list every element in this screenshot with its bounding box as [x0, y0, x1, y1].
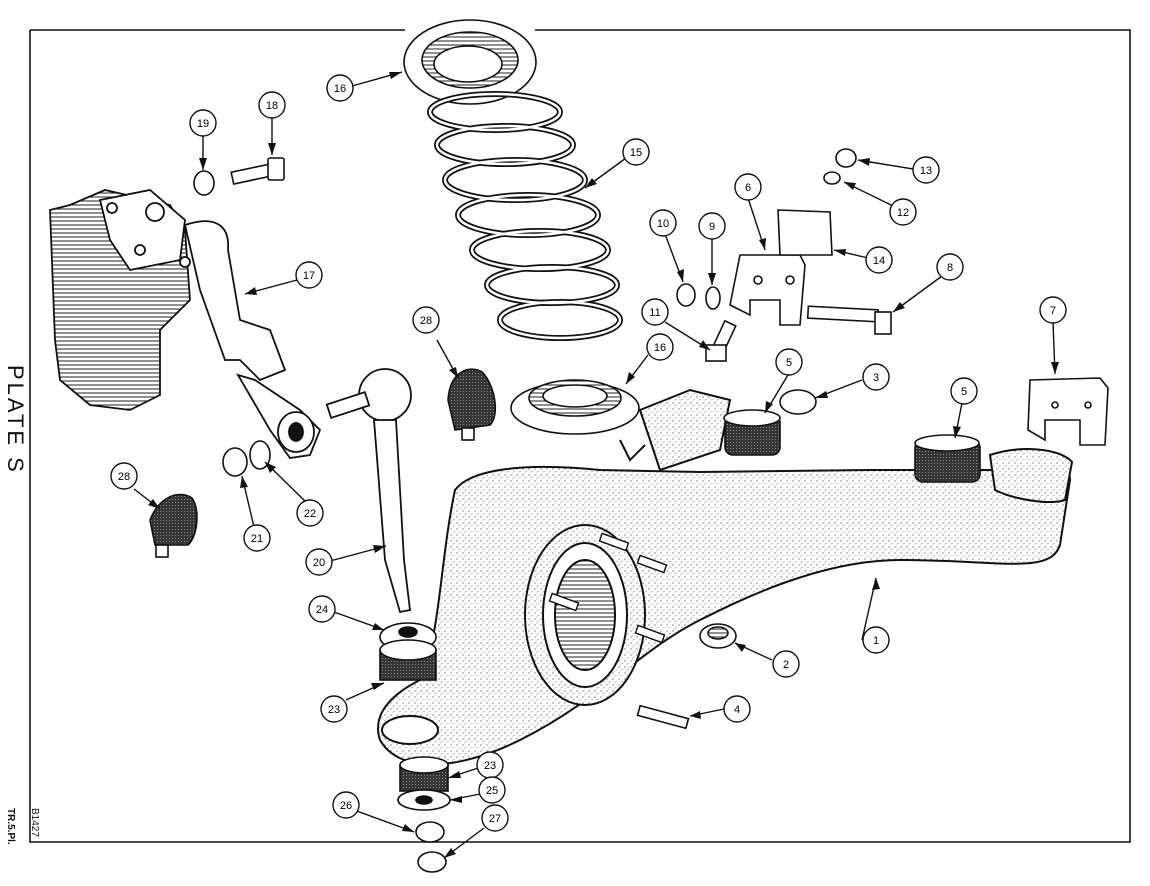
callout-4: 4	[723, 695, 751, 723]
callout-11: 11	[641, 298, 669, 326]
callout-label: 12	[897, 207, 909, 219]
callout-label: 6	[745, 182, 751, 194]
callout-17: 17	[295, 261, 323, 289]
callout-label: 19	[197, 118, 209, 130]
callout-label: 22	[304, 508, 316, 520]
callout-label: 7	[1050, 305, 1056, 317]
callout-label: 16	[654, 342, 666, 354]
washer-19	[193, 170, 215, 196]
callout-label: 18	[266, 100, 278, 112]
callout-20: 20	[305, 548, 333, 576]
wishbone-arm	[377, 388, 1074, 766]
stud-4	[636, 704, 690, 730]
spring-seat-lower	[510, 379, 640, 435]
spring-seat-upper	[403, 19, 537, 105]
callout-28-upper: 28	[412, 306, 440, 334]
callout-16-upper: 16	[326, 74, 354, 102]
callout-25: 25	[478, 776, 506, 804]
wishbone-bushes	[723, 409, 981, 483]
callout-label: 17	[303, 270, 315, 282]
callout-24: 24	[308, 595, 336, 623]
bolt-18	[230, 157, 285, 185]
callout-3: 3	[862, 363, 890, 391]
callout-19: 19	[189, 109, 217, 137]
callout-5-right: 5	[950, 377, 978, 405]
plate-title: PLATE S	[3, 365, 28, 475]
callout-23-upper: 23	[320, 695, 348, 723]
callout-10: 10	[649, 209, 677, 237]
callout-14: 14	[865, 246, 893, 274]
steering-box	[49, 189, 191, 411]
callout-9: 9	[698, 212, 726, 240]
callout-26: 26	[332, 791, 360, 819]
callout-22: 22	[296, 499, 324, 527]
callout-label: 13	[920, 165, 932, 177]
callout-5-left: 5	[775, 348, 803, 376]
ball-joint-link	[325, 368, 412, 614]
sheet-reference: TR.5.Pl.	[5, 808, 16, 845]
callout-label: 20	[313, 557, 325, 569]
callout-label: 14	[873, 255, 885, 267]
callout-18: 18	[258, 91, 286, 119]
callout-label: 1	[873, 635, 879, 647]
callout-8: 8	[936, 253, 964, 281]
callout-7: 7	[1039, 296, 1067, 324]
callout-label: 21	[251, 533, 263, 545]
callout-label: 26	[340, 800, 352, 812]
grease-cap-2	[699, 623, 737, 649]
callout-27: 27	[481, 804, 509, 832]
callout-label: 28	[118, 471, 130, 483]
callout-label: 10	[657, 218, 669, 230]
rubber-buffer-lower	[149, 493, 198, 558]
callout-label: 15	[630, 147, 642, 159]
nut-washer-21-22	[222, 440, 271, 477]
callout-label: 27	[489, 813, 501, 825]
rubber-stack-upper	[379, 622, 437, 681]
mounting-bracket-left	[729, 254, 806, 326]
bolt-11	[705, 319, 737, 362]
callout-label: 4	[734, 704, 740, 716]
callout-label: 11	[649, 307, 660, 319]
callout-15: 15	[622, 138, 650, 166]
callout-16-lower: 16	[646, 333, 674, 361]
callout-label: 24	[316, 604, 328, 616]
hub-studs	[548, 532, 668, 644]
callout-label: 28	[420, 315, 432, 327]
nuts-washers-top-right	[676, 148, 857, 310]
callout-1: 1	[862, 626, 890, 654]
callout-label: 8	[947, 262, 953, 274]
rubber-buffer-upper	[447, 368, 497, 441]
mounting-bracket-right	[1027, 377, 1109, 446]
callout-23-lower: 23	[476, 751, 504, 779]
bump-stop	[779, 389, 817, 415]
callout-label: 2	[783, 659, 789, 671]
callout-13: 13	[912, 156, 940, 184]
callout-label: 9	[709, 221, 715, 233]
callout-label: 23	[328, 704, 340, 716]
coil-spring-inner	[428, 92, 622, 340]
callout-21: 21	[243, 524, 271, 552]
callout-label: 16	[334, 83, 346, 95]
plate-border	[29, 29, 1131, 843]
callout-2: 2	[772, 650, 800, 678]
rubber-stack-lower	[397, 756, 451, 873]
callout-label: 5	[786, 357, 792, 369]
callout-label: 25	[486, 785, 498, 797]
bolt-8	[806, 305, 892, 335]
callout-label: 5	[961, 386, 967, 398]
callout-label: 23	[484, 760, 496, 772]
callout-label: 3	[873, 372, 879, 384]
drawing-number: B1427	[29, 808, 40, 837]
callout-28-lower: 28	[110, 462, 138, 490]
steering-lever	[183, 220, 322, 459]
leader-arrowheads	[148, 72, 1059, 858]
callout-12: 12	[889, 198, 917, 226]
callout-6: 6	[734, 173, 762, 201]
shim-plate	[777, 209, 833, 256]
